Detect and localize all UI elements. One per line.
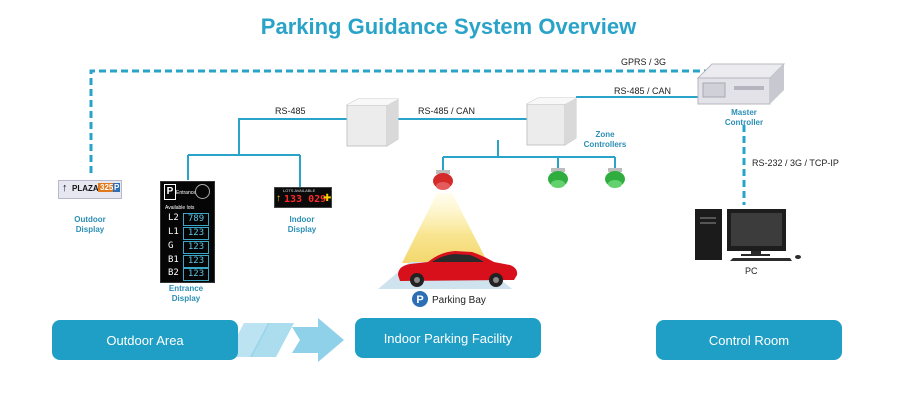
master-controller-box — [696, 63, 786, 105]
up-arrow-icon: ↑ — [62, 182, 68, 194]
indoor-sign-header: LOTS AVAILABLE — [283, 188, 316, 193]
outdoor-display-sign: ↑ PLAZA 325 P — [58, 180, 122, 199]
entrance-row: L2 789 — [164, 213, 211, 226]
green-sensor-icon — [548, 168, 568, 188]
pc-label: PC — [745, 266, 758, 276]
entrance-row: G 123 — [164, 241, 211, 254]
pc-computer — [695, 209, 801, 261]
entrance-display-sign: P Entrance Available lots L2 789 L1 123 … — [160, 181, 215, 283]
gprs-label: GPRS / 3G — [621, 57, 667, 67]
left-arrow-icon: ↑ — [276, 193, 281, 204]
entrance-word: Entrance — [176, 190, 197, 196]
entrance-display-label: Entrance Display — [168, 284, 204, 303]
red-sensor-icon — [433, 170, 453, 190]
sensor-beam — [402, 193, 488, 263]
row-level: B1 — [168, 255, 179, 265]
indoor-sign-value: 133 029 — [284, 194, 327, 205]
entrance-header: P Entrance — [164, 184, 211, 204]
display-bus — [187, 118, 347, 187]
row-level: B2 — [168, 268, 179, 278]
row-count: 123 — [183, 255, 209, 268]
zone-controllers-label: Zone Controllers — [583, 130, 627, 149]
indoor-display-label: Indoor Display — [287, 215, 317, 234]
control-room-button: Control Room — [656, 320, 842, 360]
entrance-row: L1 123 — [164, 227, 211, 240]
row-level: G — [168, 241, 174, 251]
indoor-parking-button: Indoor Parking Facility — [355, 318, 541, 358]
rs485-label: RS-485 — [275, 106, 306, 116]
row-count: 123 — [183, 241, 209, 254]
zone-controller-box-2 — [526, 97, 577, 146]
entrance-row: B1 123 — [164, 255, 211, 268]
row-level: L1 — [168, 227, 179, 237]
rs485-can-label: RS-485 / CAN — [418, 106, 476, 116]
car-icon — [398, 251, 518, 287]
rs232-label: RS-232 / 3G / TCP-IP — [752, 158, 839, 168]
green-sensor-icon — [605, 168, 625, 188]
row-count: 123 — [183, 227, 209, 240]
outdoor-sign-p-icon: P — [113, 183, 121, 192]
row-count: 123 — [183, 268, 209, 281]
row-level: L2 — [168, 213, 179, 223]
camera-icon — [195, 184, 210, 199]
flow-arrow-icon — [226, 318, 344, 362]
page-title: Parking Guidance System Overview — [260, 14, 637, 39]
parking-bay-icon — [412, 291, 428, 307]
outdoor-area-button: Outdoor Area — [52, 320, 238, 360]
right-arrow-icon: ✚ — [323, 193, 332, 204]
gprs-link — [89, 69, 709, 173]
master-controller-label: Master Controller — [724, 108, 764, 127]
entrance-subtitle: Available lots — [165, 205, 195, 211]
row-count: 789 — [183, 213, 209, 226]
rs485-can-master-label: RS-485 / CAN — [614, 86, 672, 96]
outdoor-display-label: Outdoor Display — [74, 215, 106, 234]
zone-controller-box-1 — [346, 98, 399, 147]
outdoor-sign-text: PLAZA — [72, 184, 99, 193]
parking-bay-label: Parking Bay — [432, 295, 486, 306]
sensor-bus — [442, 140, 616, 170]
outdoor-sign-count: 325 — [98, 183, 116, 192]
indoor-display-sign: LOTS AVAILABLE ↑ 133 029 ✚ — [274, 187, 332, 208]
svg-text:P: P — [416, 294, 423, 306]
entrance-logo: P — [164, 184, 176, 200]
entrance-row: B2 123 — [164, 268, 211, 281]
